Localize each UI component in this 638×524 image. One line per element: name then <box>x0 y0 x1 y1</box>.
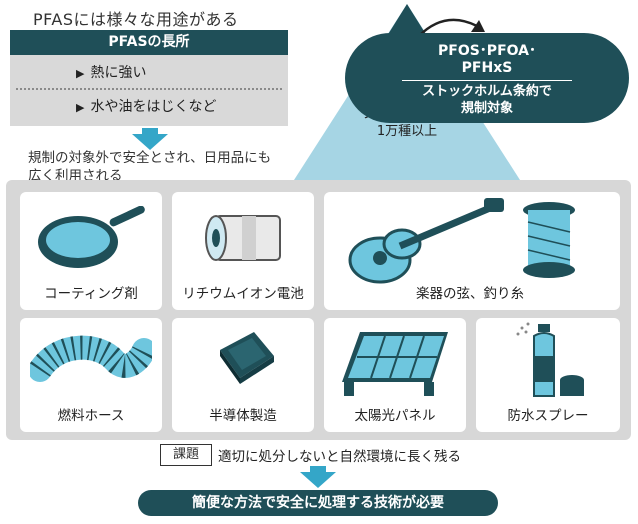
use-label: コーティング剤 <box>44 286 138 302</box>
use-card-hose: 燃料ホース <box>20 318 162 432</box>
solar-panel-icon <box>342 332 448 396</box>
curved-arrow-icon <box>418 18 485 37</box>
use-label: 太陽光パネル <box>354 408 436 424</box>
arrow-down-icon <box>132 134 168 150</box>
use-card-solar: 太陽光パネル <box>324 318 466 432</box>
hose-icon <box>30 335 152 382</box>
frying-pan-icon <box>38 206 145 268</box>
triangle-bullet-icon: ▶ <box>76 67 85 80</box>
use-label: リチウムイオン電池 <box>182 286 304 302</box>
ukulele-icon <box>348 198 504 284</box>
chip-icon <box>220 332 274 384</box>
page-title: PFASには様々な用途がある <box>33 10 239 29</box>
spray-can-icon <box>516 322 584 397</box>
use-card-spray: 防水スプレー <box>476 318 620 432</box>
conclusion-banner: 簡便な方法で安全に処理する技術が必要 <box>138 490 498 516</box>
use-label: 半導体製造 <box>209 408 277 424</box>
strengths-heading: PFASの長所 <box>10 30 288 55</box>
arrow-stem <box>310 466 326 472</box>
strength-item: ▶熱に強い <box>76 65 147 81</box>
arrow-down-icon <box>300 472 336 488</box>
divider <box>16 88 282 90</box>
battery-icon <box>205 215 281 261</box>
arrow-stem <box>142 128 158 134</box>
strength-item: ▶水や油をはじくなど <box>76 99 217 115</box>
use-card-strings: 楽器の弦、釣り糸 <box>324 192 620 310</box>
task-text: 適切に処分しないと自然環境に長く残る <box>218 449 461 465</box>
triangle-bullet-icon: ▶ <box>76 101 85 114</box>
use-label: 燃料ホース <box>57 408 125 424</box>
spool-icon <box>523 202 575 278</box>
task-tag: 課題 <box>160 444 212 466</box>
use-card-battery: リチウムイオン電池 <box>172 192 314 310</box>
regulated-substances-badge: PFOS･PFOA･ PFHxS ストックホルム条約で 規制対象 <box>345 33 629 123</box>
use-label: 楽器の弦、釣り糸 <box>416 286 524 302</box>
pill-divider <box>402 80 572 81</box>
use-label: 防水スプレー <box>507 408 589 424</box>
use-card-coating: コーティング剤 <box>20 192 162 310</box>
use-card-chip: 半導体製造 <box>172 318 314 432</box>
